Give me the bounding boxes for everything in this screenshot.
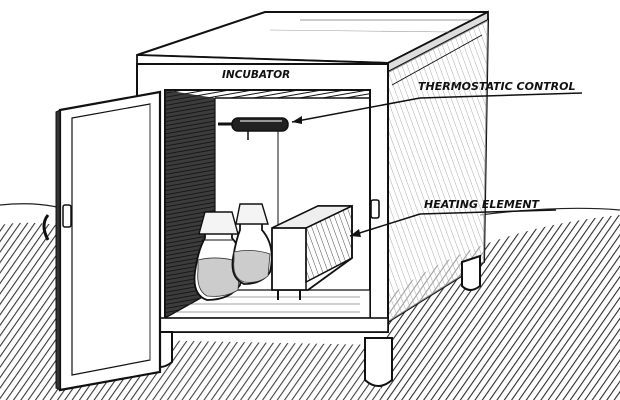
open-door [42,90,162,392]
cabinet-label: INCUBATOR [222,69,290,81]
latch-icon [370,199,380,219]
heating-element-label: HEATING ELEMENT [424,198,541,211]
callout-leaders [291,92,583,237]
heating-element-icon [271,204,353,300]
thermostatic-control-label: THERMOSTATIC CONTROL [418,80,576,93]
cabinet-front [136,63,389,333]
flask-right-icon [231,203,273,285]
door-handle-icon [42,214,50,241]
hinge-icon [62,204,72,228]
